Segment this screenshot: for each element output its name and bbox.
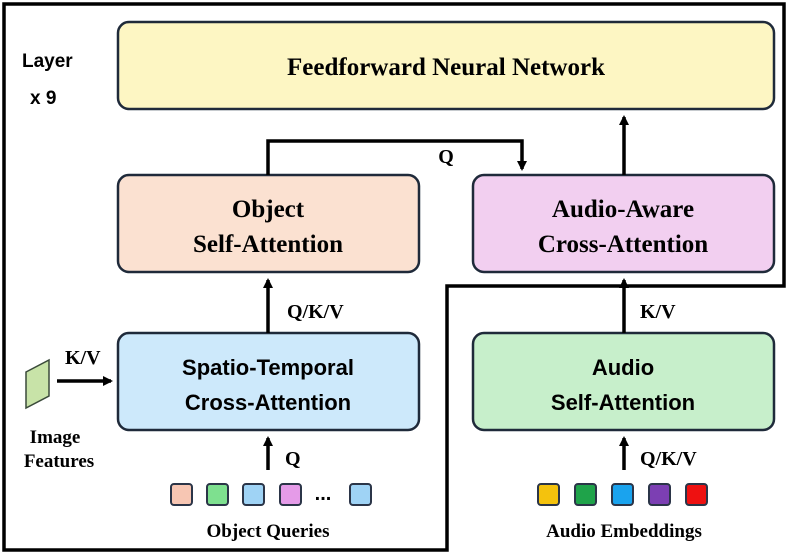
audio-aware-cross-attention-label-line2: Cross-Attention	[538, 231, 708, 258]
edge-label-q-queries: Q	[285, 448, 301, 470]
image-features-label-line1: Image	[30, 427, 81, 448]
object-queries-label: Object Queries	[207, 521, 330, 542]
arrow-object-sa-to-audio-ca	[266, 139, 527, 175]
ffn-block: Feedforward Neural Network	[116, 20, 776, 111]
audio-aware-cross-attention-block: Audio-Aware Cross-Attention	[471, 173, 776, 274]
audio-embedding-token	[574, 483, 597, 506]
image-features-label-line2: Features	[24, 451, 94, 472]
layer-count: x 9	[30, 88, 56, 109]
edge-label-kv-audio: K/V	[640, 301, 676, 323]
audio-embedding-token	[611, 483, 634, 506]
audio-embedding-token	[685, 483, 708, 506]
edge-label-qkv-object: Q/K/V	[287, 301, 344, 323]
object-query-token	[170, 483, 193, 506]
audio-self-attention-block: Audio Self-Attention	[471, 331, 776, 432]
ffn-label: Feedforward Neural Network	[287, 54, 605, 81]
layer-label: Layer	[22, 51, 73, 72]
spatio-temporal-cross-attention-label-line1: Spatio-Temporal	[182, 355, 354, 380]
object-query-token	[206, 483, 229, 506]
object-query-token	[349, 483, 372, 506]
object-query-token	[242, 483, 265, 506]
audio-embedding-tokens	[537, 483, 708, 506]
edge-label-qkv-audio: Q/K/V	[640, 448, 697, 470]
object-self-attention-label-line2: Self-Attention	[193, 231, 343, 258]
edge-label-q-top: Q	[438, 146, 454, 168]
edge-label-kv-image: K/V	[65, 347, 101, 369]
audio-embeddings-label: Audio Embeddings	[546, 521, 702, 542]
object-self-attention-block: Object Self-Attention	[116, 173, 421, 274]
object-queries-ellipsis: ...	[315, 483, 332, 505]
audio-self-attention-label-line2: Self-Attention	[551, 390, 695, 415]
audio-aware-cross-attention-label-line1: Audio-Aware	[552, 196, 694, 223]
image-features-icon	[25, 358, 50, 410]
audio-embedding-token	[537, 483, 560, 506]
object-query-token	[279, 483, 302, 506]
object-query-tokens: ...	[170, 483, 372, 506]
audio-embedding-token	[648, 483, 671, 506]
spatio-temporal-cross-attention-block: Spatio-Temporal Cross-Attention	[116, 331, 421, 432]
object-self-attention-label-line1: Object	[232, 196, 305, 223]
audio-self-attention-label-line1: Audio	[592, 355, 654, 380]
spatio-temporal-cross-attention-label-line2: Cross-Attention	[185, 390, 351, 415]
